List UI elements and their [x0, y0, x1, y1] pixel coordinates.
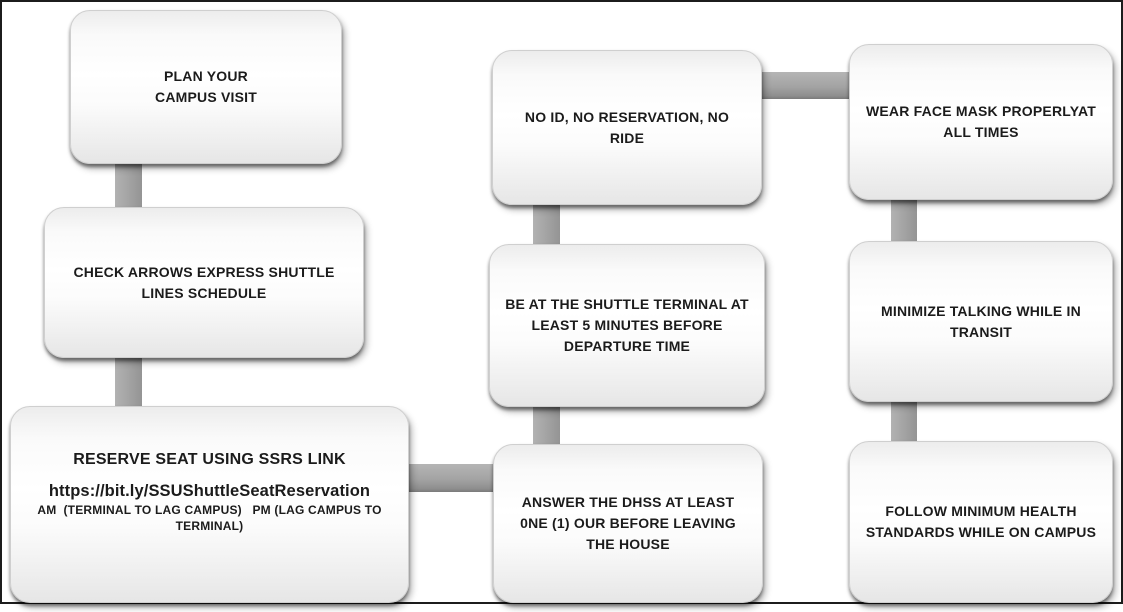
box-text-line: MINIMIZE TALKING WHILE IN TRANSIT — [881, 302, 1081, 340]
box-text-line: BE AT THE SHUTTLE TERMINAL AT LEAST 5 MI… — [505, 296, 749, 354]
box-text-line: PLAN YOUR — [164, 68, 248, 84]
box-text-line: NO ID, NO RESERVATION, NO RIDE — [524, 108, 730, 146]
flow-box-answer-dhss: ANSWER THE DHSS AT LEAST 0NE (1) OUR BEF… — [493, 444, 763, 603]
box-text-line: CHECK ARROWS EXPRESS SHUTTLE LINES SCHED… — [73, 263, 335, 301]
flow-box-minimize-talking: MINIMIZE TALKING WHILE IN TRANSIT — [849, 241, 1113, 402]
flow-box-wear-face-mask: WEAR FACE MASK PROPERLYAT ALL TIMES — [849, 44, 1113, 200]
flow-box-be-at-terminal: BE AT THE SHUTTLE TERMINAL AT LEAST 5 MI… — [489, 244, 765, 407]
box-text-line: CAMPUS VISIT — [155, 89, 257, 105]
flow-box-reserve-seat: RESERVE SEAT USING SSRS LINK https://bit… — [10, 406, 409, 603]
flow-box-follow-health-standards: FOLLOW MINIMUM HEALTH STANDARDS WHILE ON… — [849, 441, 1113, 603]
reservation-link-text: https://bit.ly/SSUShuttleSeatReservation — [48, 482, 371, 501]
box-text-subtitle: AM (TERMINAL TO LAG CAMPUS) PM (LAG CAMP… — [37, 503, 386, 534]
connector-bottom-row-horizontal — [398, 464, 502, 492]
flow-box-no-id-no-ride: NO ID, NO RESERVATION, NO RIDE — [492, 50, 762, 205]
box-text-title: RESERVE SEAT USING SSRS LINK — [73, 451, 346, 469]
connector-top-row-horizontal — [750, 72, 862, 99]
box-text-line: ANSWER THE DHSS AT LEAST 0NE (1) OUR BEF… — [520, 494, 736, 552]
flow-box-check-shuttle-schedule: CHECK ARROWS EXPRESS SHUTTLE LINES SCHED… — [44, 207, 364, 358]
flow-box-plan-campus-visit: PLAN YOUR CAMPUS VISIT — [70, 10, 342, 164]
box-text-line: FOLLOW MINIMUM HEALTH STANDARDS WHILE ON… — [865, 503, 1097, 540]
box-text-line: WEAR FACE MASK PROPERLYAT ALL TIMES — [865, 103, 1097, 140]
